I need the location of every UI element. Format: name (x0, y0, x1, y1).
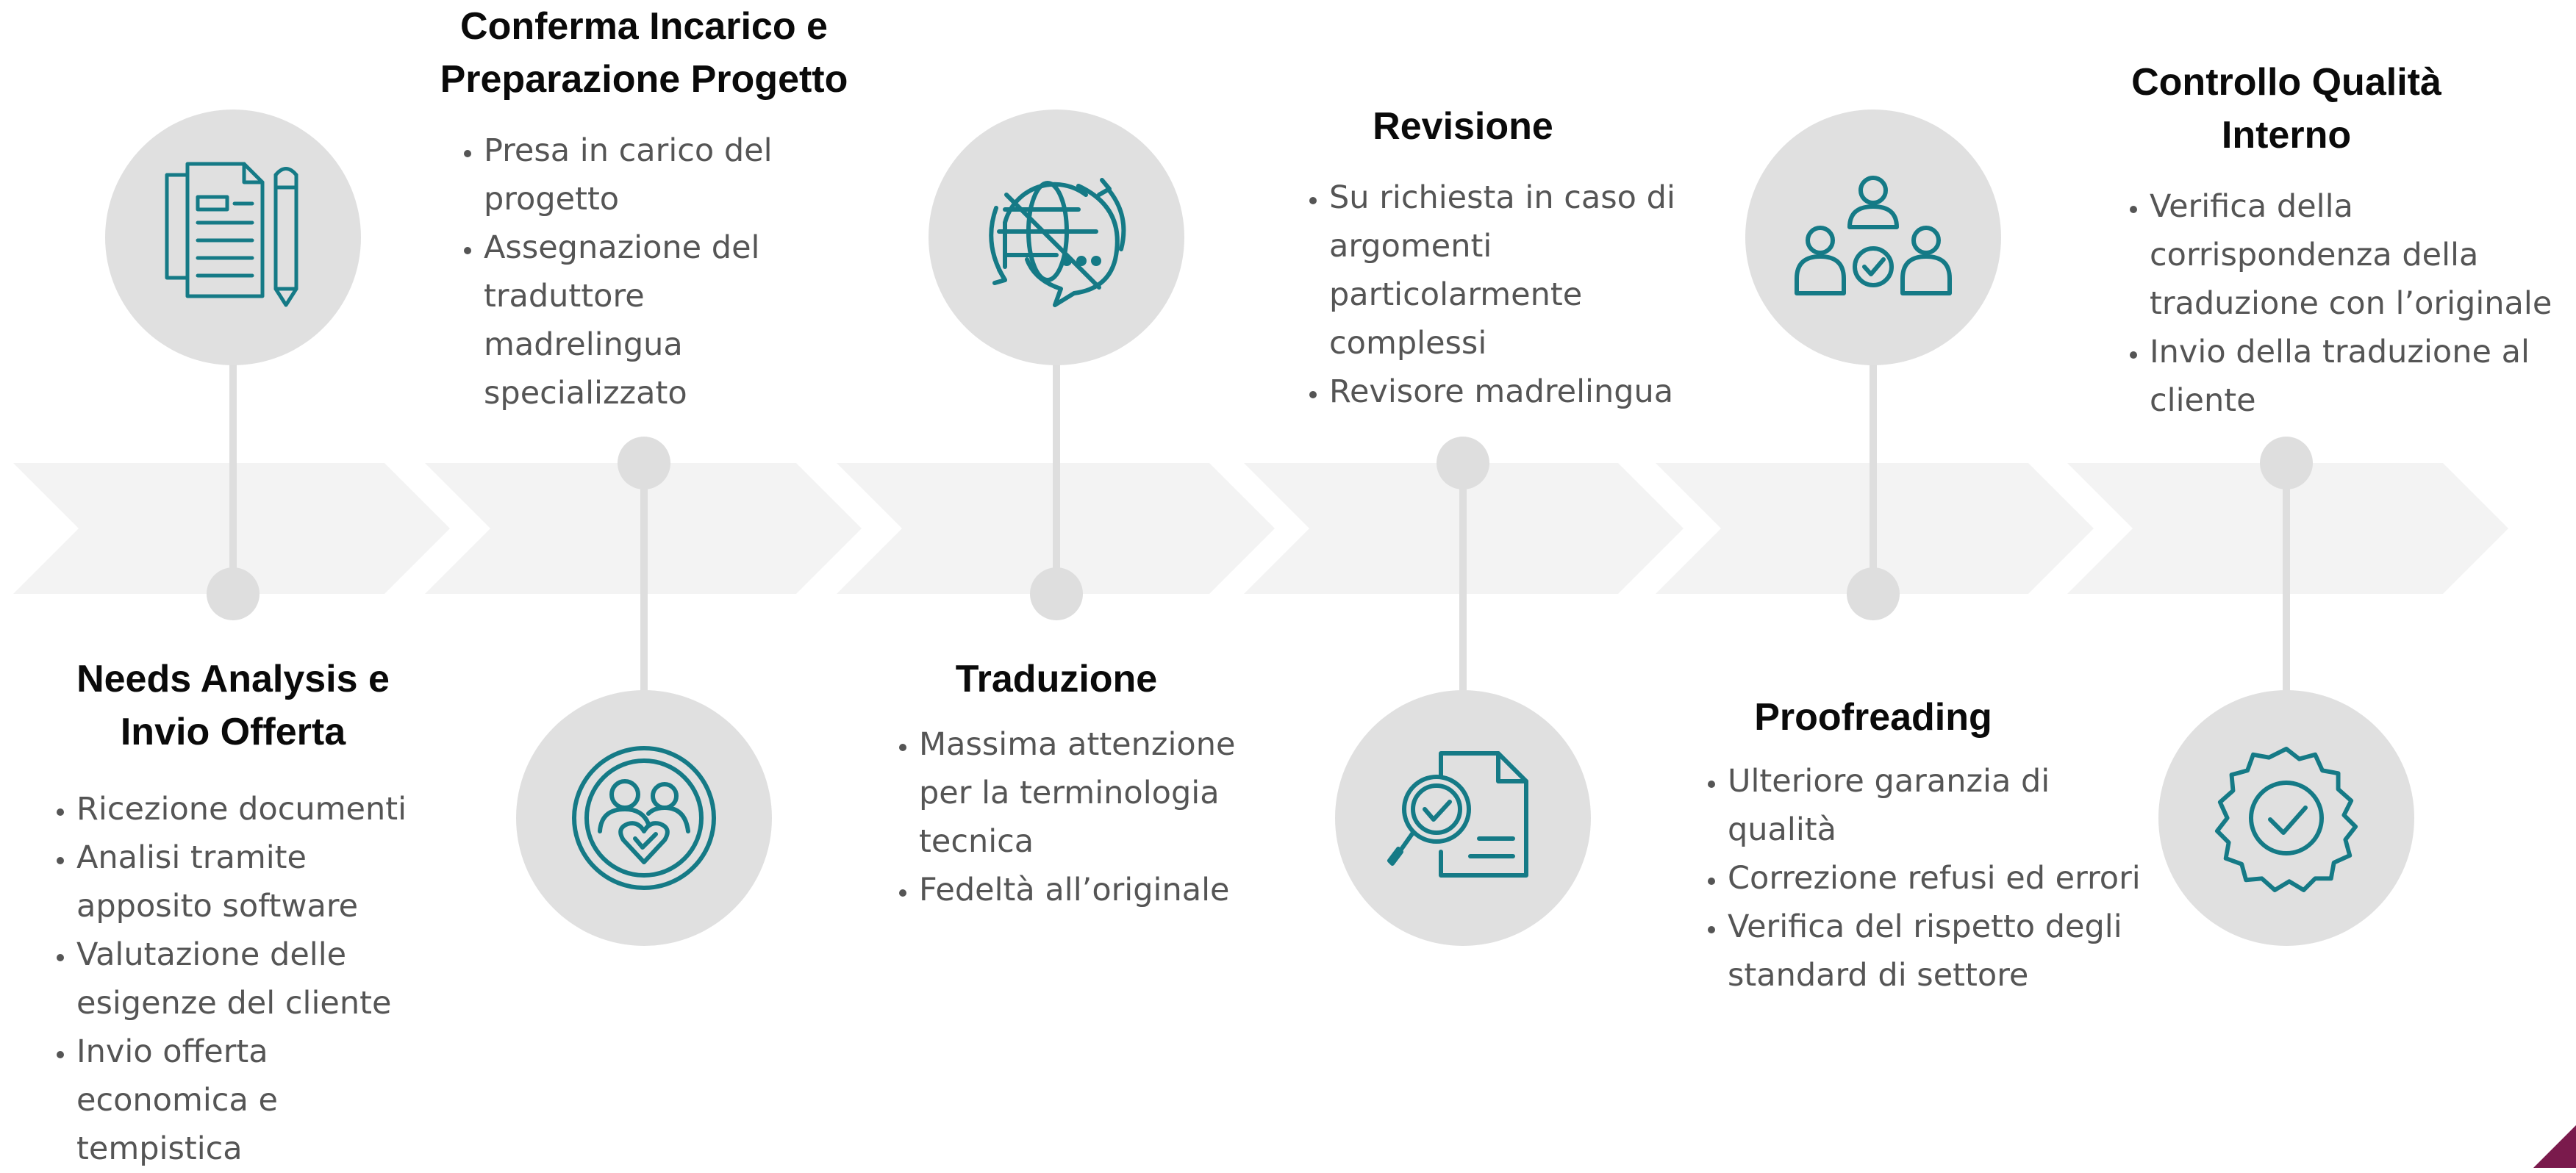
bullet-text-line: per la terminologia (919, 775, 1220, 811)
bullet-item: Assegnazione del traduttore madrelingua spe… (484, 223, 773, 417)
step-6-title-line: Controllo Qualità (2131, 61, 2441, 104)
bullet-item: Ulteriore garanzia di qualità (1728, 757, 2141, 854)
bullet-text-line: Valutazione delle (76, 936, 347, 973)
bullet-text-line: standard di settore (1728, 957, 2029, 994)
bullet-text-line: Fedeltà all’originale (919, 872, 1230, 908)
bullet-text-line: Verifica del rispetto degli (1728, 908, 2122, 945)
step-4-icon-circle (1335, 690, 1591, 946)
step-1-graphic (105, 110, 361, 620)
step-2-graphic (516, 437, 772, 946)
bullet-text-line: tecnica (919, 823, 1034, 860)
bullet-item: Presa in carico del progetto (484, 126, 773, 223)
bullet-text-line: cliente (2150, 382, 2256, 419)
step-4-graphic (1335, 437, 1591, 946)
bullet-text-line: traduttore (484, 278, 645, 315)
bullet-text-line: Su richiesta in caso di (1329, 179, 1675, 216)
step-1-timeline-dot (207, 567, 260, 620)
bullet-item: Correzione refusi ed errori (1728, 854, 2141, 903)
step-2-timeline-dot (618, 437, 670, 489)
bullet-text-line: Ulteriore garanzia di (1728, 763, 2050, 800)
step-2-bullet-list: Presa in carico del progettoAssegnazione … (446, 126, 773, 417)
step-1-title: Needs Analysis e Invio Offerta (0, 653, 498, 758)
step-5-timeline-dot (1847, 567, 1900, 620)
step-5-bullet-list: Ulteriore garanzia di qualitàCorrezione r… (1689, 757, 2141, 1000)
step-1-title-line: Invio Offerta (120, 711, 346, 753)
bullet-text-line: Massima attenzione (919, 726, 1236, 763)
bullet-text-line: tempistica (76, 1130, 243, 1167)
step-3-graphic (929, 110, 1184, 620)
step-4-timeline-dot (1437, 437, 1489, 489)
bullet-text-line: qualità (1728, 811, 1837, 848)
bullet-text-line: madrelingua (484, 326, 683, 363)
bullet-text-line: Correzione refusi ed errori (1728, 860, 2141, 897)
step-3-timeline-dot (1030, 567, 1083, 620)
bullet-text-line: Analisi tramite (76, 839, 307, 876)
bullet-text-line: progetto (484, 181, 620, 218)
bullet-item: Invio della traduzione al cliente (2150, 328, 2552, 425)
step-1-icon-circle (105, 110, 361, 365)
step-6-title-line: Interno (2221, 114, 2352, 157)
bullet-text-line: Invio offerta (76, 1033, 268, 1070)
bullet-item: Analisi tramite apposito software (76, 833, 407, 930)
bullet-text-line: Invio della traduzione al (2150, 334, 2530, 370)
step-3-title: Traduzione (792, 653, 1321, 706)
step-4-title-line: Revisione (1373, 105, 1553, 148)
bullet-text-line: Revisore madrelingua (1329, 373, 1674, 410)
step-6-timeline-dot (2260, 437, 2313, 489)
step-3-bullet-list: Massima attenzione per la terminologia tec… (881, 720, 1235, 914)
bullet-item: Su richiesta in caso di argomenti particol… (1329, 173, 1675, 367)
step-5-title: Proofreading (1609, 691, 2138, 744)
step-1-title-line: Needs Analysis e (76, 658, 390, 700)
bullet-item: Valutazione delle esigenze del cliente (76, 930, 407, 1027)
bullet-item: Verifica del rispetto degli standard di s… (1728, 903, 2141, 1000)
step-1-bullet-list: Ricezione documentiAnalisi tramite apposi… (38, 785, 407, 1173)
step-4-title: Revisione (1198, 100, 1728, 153)
bullet-text-line: Assegnazione del (484, 229, 760, 266)
bullet-text-line: economica e (76, 1082, 278, 1119)
step-5-graphic (1745, 110, 2001, 620)
step-6-bullet-list: Verifica della corrispondenza della traduz… (2111, 182, 2552, 425)
bullet-text-line: particolarmente (1329, 276, 1583, 313)
step-2-title: Conferma Incarico e Preparazione Progetto (379, 0, 909, 106)
step-2-title-line: Conferma Incarico e (460, 5, 828, 48)
bullet-text-line: specializzato (484, 375, 687, 412)
bullet-item: Revisore madrelingua (1329, 367, 1675, 416)
step-5-title-line: Proofreading (1754, 696, 1992, 739)
bullet-item: Verifica della corrispondenza della traduz… (2150, 182, 2552, 328)
step-5-icon-circle (1745, 110, 2001, 365)
step-4-bullet-list: Su richiesta in caso di argomenti particol… (1291, 173, 1675, 416)
bullet-item: Massima attenzione per la terminologia tec… (919, 720, 1235, 866)
bullet-text-line: argomenti (1329, 228, 1492, 265)
bullet-text-line: Verifica della (2150, 188, 2353, 225)
bullet-text-line: corrispondenza della (2150, 237, 2479, 273)
bullet-item: Invio offerta economica e tempistica (76, 1027, 407, 1173)
bullet-text-line: apposito software (76, 888, 359, 925)
bullet-text-line: Presa in carico del (484, 132, 773, 169)
step-6-graphic (2158, 437, 2414, 946)
bullet-text-line: esigenze del cliente (76, 985, 392, 1022)
bullet-item: Ricezione documenti (76, 785, 407, 833)
bullet-item: Fedeltà all’originale (919, 866, 1235, 914)
step-6-icon-circle (2158, 690, 2414, 946)
bullet-text-line: Ricezione documenti (76, 791, 407, 828)
corner-accent (2533, 1125, 2576, 1168)
bullet-text-line: traduzione con l’originale (2150, 285, 2552, 322)
step-2-title-line: Preparazione Progetto (440, 58, 848, 101)
step-3-icon-circle (929, 110, 1184, 365)
step-3-title-line: Traduzione (955, 658, 1158, 700)
bullet-text-line: complessi (1329, 325, 1487, 362)
